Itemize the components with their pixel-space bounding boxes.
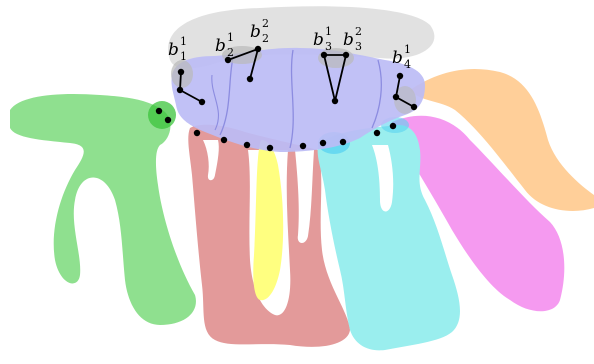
central-boundary-3: [371, 59, 382, 129]
label-b2-2: b 2 2: [250, 17, 269, 45]
label-subscript: 3: [325, 40, 332, 53]
point: [176, 86, 184, 94]
point: [319, 139, 327, 147]
label-base: b: [250, 22, 261, 42]
edge-b3: [323, 54, 348, 102]
point: [193, 129, 201, 137]
point: [224, 56, 232, 64]
yellow-region: [253, 140, 284, 301]
cyan-region: [317, 125, 460, 351]
label-base: b: [168, 40, 179, 60]
label-subscript: 2: [262, 32, 269, 45]
label-subscript: 4: [404, 58, 411, 71]
point: [266, 144, 274, 152]
label-superscript: 1: [325, 25, 332, 38]
central-boundary-4: [211, 74, 220, 131]
label-subscript: 3: [355, 40, 362, 53]
label-superscript: 2: [262, 17, 269, 30]
orange-region: [410, 69, 594, 211]
label-b4-1: b 1 4: [392, 43, 411, 71]
point: [396, 72, 404, 80]
point: [220, 136, 228, 144]
label-b1-1: b 1 1: [168, 35, 187, 63]
label-superscript: 1: [227, 31, 234, 44]
point: [331, 97, 339, 105]
central-boundary-1: [219, 57, 234, 136]
label-superscript: 1: [404, 43, 411, 56]
point: [373, 129, 381, 137]
label-base: b: [392, 48, 403, 68]
label-base: b: [343, 30, 354, 50]
point: [342, 51, 350, 59]
label-b2-1: b 1 2: [215, 31, 234, 59]
central-boundary-2: [289, 49, 294, 149]
label-subscript: 2: [227, 46, 234, 59]
cyan-gap: [372, 145, 394, 212]
central-region: [171, 47, 425, 153]
point: [155, 107, 163, 115]
red-gap-left: [203, 140, 219, 181]
green-region: [10, 93, 196, 325]
label-base: b: [215, 36, 226, 56]
point: [299, 142, 307, 150]
point: [254, 45, 262, 53]
point: [320, 51, 328, 59]
label-superscript: 2: [355, 25, 362, 38]
point: [246, 75, 254, 83]
point: [389, 122, 397, 130]
point: [198, 98, 206, 106]
label-subscript: 1: [180, 50, 187, 63]
label-superscript: 1: [180, 35, 187, 48]
green-dark-region: [148, 101, 176, 129]
point: [164, 116, 172, 124]
red-gap-right: [295, 150, 314, 244]
svg-text:b: b: [168, 40, 179, 60]
label-b3-1: b 1 3: [313, 25, 332, 53]
label-b3-2: b 2 3: [343, 25, 362, 53]
point: [177, 68, 185, 76]
label-base: b: [313, 30, 324, 50]
point: [392, 93, 400, 101]
point: [410, 103, 418, 111]
graph-points: [155, 45, 418, 152]
gray-blob-4: [394, 86, 416, 114]
point: [243, 141, 251, 149]
magenta-region: [392, 115, 565, 312]
point: [339, 138, 347, 146]
